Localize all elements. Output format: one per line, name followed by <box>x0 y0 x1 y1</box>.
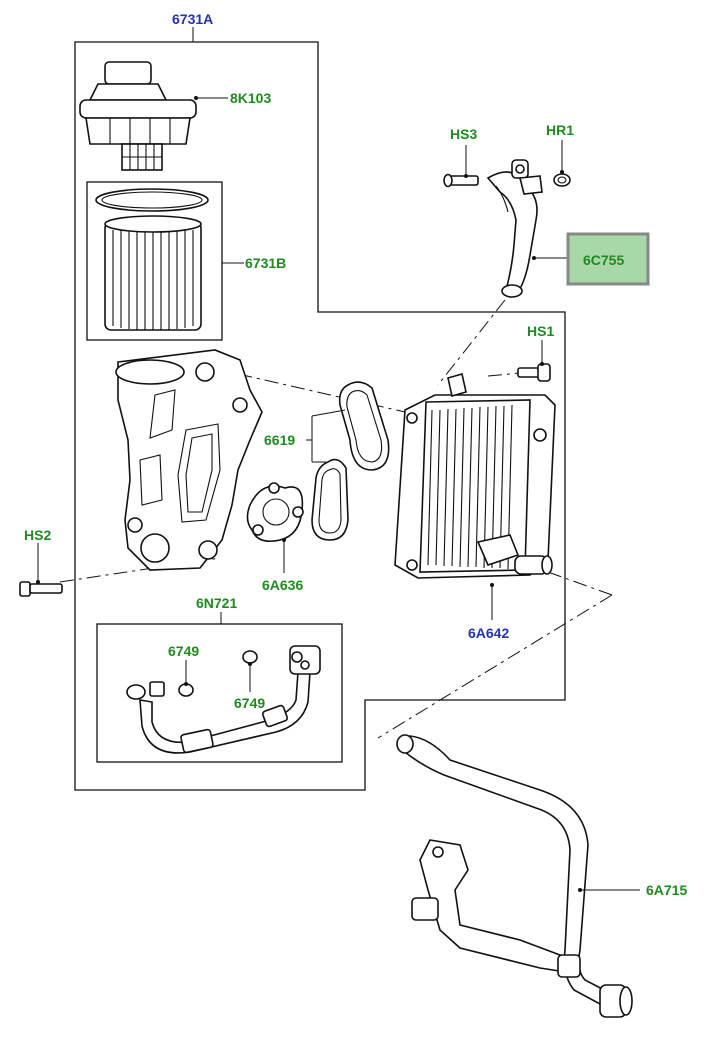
bolt-hs3 <box>443 173 479 188</box>
label-6619: 6619 <box>264 432 295 448</box>
align-line-hose-cooler <box>437 299 506 386</box>
gasket-lower <box>311 458 349 541</box>
leader-6619 <box>306 409 346 463</box>
pipe-subframe <box>96 623 343 763</box>
assembly-frame <box>74 41 566 791</box>
label-6A636: 6A636 <box>262 577 303 593</box>
clip-hr1 <box>553 173 571 187</box>
label-6N721: 6N721 <box>196 595 237 611</box>
oil-cooler <box>394 372 556 579</box>
label-HS1: HS1 <box>527 323 554 339</box>
seal-ring <box>246 482 304 543</box>
filter-subframe <box>86 181 223 341</box>
gasket-upper <box>338 381 390 471</box>
oil-pipe-assembly <box>126 645 321 754</box>
label-6731A: 6731A <box>172 11 213 27</box>
label-6749-b: 6749 <box>234 695 265 711</box>
align-line-hs1 <box>487 372 521 377</box>
align-line-cooler-outlet-a <box>547 571 613 596</box>
label-6731B: 6731B <box>245 255 286 271</box>
coolant-pipe <box>396 734 633 1018</box>
align-line-cooler-outlet-b <box>377 594 613 739</box>
highlight-box-6C755 <box>566 232 650 286</box>
label-HS3: HS3 <box>450 126 477 142</box>
label-6A642: 6A642 <box>468 625 509 641</box>
label-HS2: HS2 <box>24 527 51 543</box>
label-6A715: 6A715 <box>646 882 687 898</box>
bolt-hs2 <box>19 581 63 597</box>
label-HR1: HR1 <box>546 122 574 138</box>
bolt-hs1 <box>517 363 551 382</box>
oil-filter-housing <box>115 349 263 571</box>
label-8K103: 8K103 <box>230 90 271 106</box>
oil-filter-cap <box>79 61 197 171</box>
oil-filter-element <box>95 188 209 331</box>
label-6749-a: 6749 <box>168 643 199 659</box>
label-6C755: 6C755 <box>583 252 624 268</box>
oil-hose-upper <box>486 159 543 298</box>
